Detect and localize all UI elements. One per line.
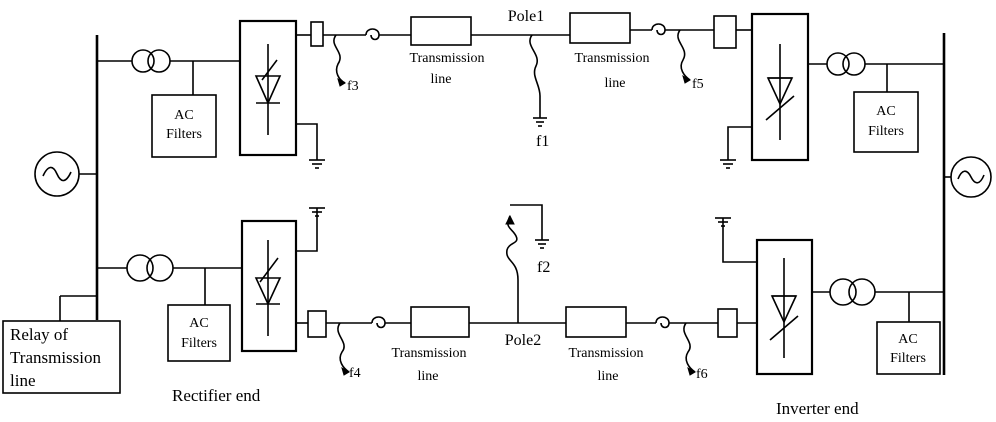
ac-filters-top-right-label: AC — [876, 104, 895, 119]
fault-f1-arrow — [529, 34, 547, 127]
inverter-end-label: Inverter end — [776, 399, 859, 417]
transmission-line-label-top-right-2: line — [605, 76, 626, 91]
transmission-line-label-bottom-right: Transmission — [569, 346, 644, 361]
transmission-line-label-top-left-2: line — [431, 72, 452, 87]
transmission-line-box-top-left — [410, 16, 472, 46]
transmission-line-box-top-right — [569, 12, 631, 44]
ac-filters-top-left-label-2: Filters — [166, 127, 202, 142]
ct-coil-top-right — [651, 23, 666, 36]
smoothing-reactor-top-right — [713, 15, 737, 49]
fault-f2-label: f2 — [537, 259, 550, 276]
ac-filters-bottom-right-label: AC — [898, 332, 917, 347]
ac-filters-box-bottom-left — [167, 304, 231, 362]
ground-icon — [720, 159, 736, 169]
transmission-line-label-bottom-left: Transmission — [392, 346, 467, 361]
right-ac-source — [944, 156, 992, 198]
smoothing-reactor-top-left — [310, 21, 324, 47]
transmission-line-label-bottom-left-2: line — [418, 369, 439, 384]
fault-f6-label: f6 — [696, 367, 708, 382]
fault-f4-arrow — [337, 322, 350, 376]
transmission-line-box-bottom-left — [410, 306, 470, 338]
transmission-line-label-top-right: Transmission — [575, 51, 650, 66]
pole2-label: Pole2 — [505, 332, 541, 349]
rectifier-end-label: Rectifier end — [172, 386, 261, 405]
ground-icon — [309, 159, 325, 169]
inverter-converter-pole1 — [750, 12, 810, 162]
fault-f1-label: f1 — [536, 133, 549, 150]
smoothing-reactor-bottom-right — [717, 308, 738, 338]
ac-filters-top-left-label: AC — [174, 108, 193, 123]
fault-f3-arrow — [333, 34, 346, 87]
ct-coil-bottom-right — [655, 316, 670, 329]
relay-label-2: Transmission — [10, 348, 102, 367]
fault-f5-label: f5 — [692, 77, 704, 92]
transformer-inverter-top — [826, 52, 866, 76]
transmission-line-label-bottom-right-2: line — [598, 369, 619, 384]
ground-icon — [715, 217, 731, 227]
ct-coil-bottom-left — [371, 316, 386, 329]
ac-filters-top-right-label-2: Filters — [868, 124, 904, 139]
ac-filters-box-top-left — [151, 94, 217, 158]
smoothing-reactor-bottom-left — [307, 310, 327, 338]
fault-f5-arrow — [677, 29, 691, 84]
rectifier-converter-pole1 — [238, 19, 298, 157]
fault-f3-label: f3 — [347, 79, 359, 94]
relay-label-3: line — [10, 371, 36, 390]
ground-icon — [309, 207, 325, 217]
transformer-inverter-bottom — [829, 278, 876, 306]
fault-f4-label: f4 — [349, 366, 361, 381]
fault-f6-arrow — [683, 322, 696, 376]
transmission-line-label-top-left: Transmission — [410, 51, 485, 66]
ac-filters-box-bottom-right — [876, 321, 941, 375]
ct-coil-top-left — [365, 28, 380, 41]
left-ac-source — [34, 151, 97, 197]
relay-label: Relay of — [10, 325, 68, 344]
transmission-line-box-bottom-right — [565, 306, 627, 338]
inverter-converter-pole2 — [755, 238, 814, 376]
fault-f2-arrow — [505, 204, 549, 323]
ac-filters-bottom-right-label-2: Filters — [890, 351, 926, 366]
pole1-label: Pole1 — [508, 8, 544, 25]
relay-box — [2, 320, 121, 394]
ac-filters-bottom-left-label: AC — [189, 316, 208, 331]
rectifier-converter-pole2 — [240, 219, 298, 353]
ac-filters-box-top-right — [853, 91, 919, 153]
transformer-rectifier-bottom — [126, 254, 174, 282]
transformer-rectifier-top — [131, 49, 171, 73]
ac-filters-bottom-left-label-2: Filters — [181, 336, 217, 351]
